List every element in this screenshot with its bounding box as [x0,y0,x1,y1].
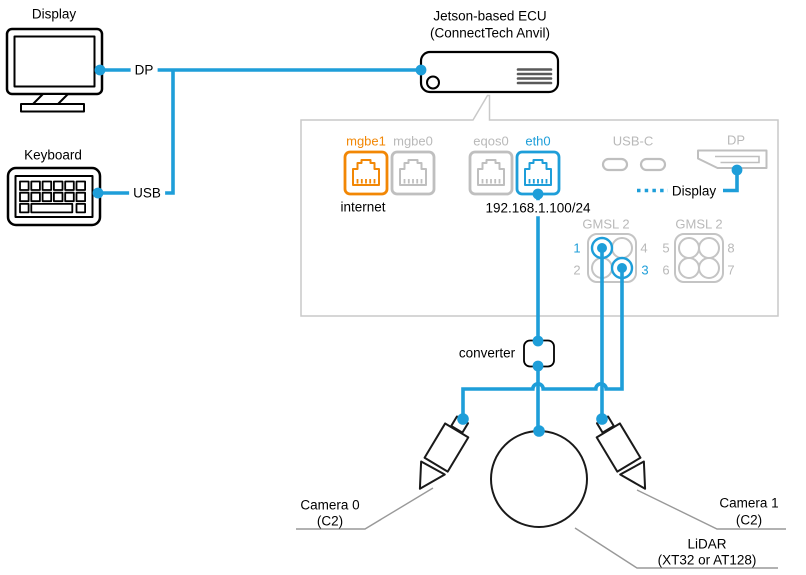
gmsl1-num-1: 1 [573,240,581,256]
gmsl-connector-block-1 [587,233,637,283]
gmsl1-num-4: 4 [640,240,648,256]
keyboard-keys [19,180,87,214]
camera1-icon [595,415,647,490]
port-label-mgbe1: mgbe1 [346,133,386,149]
power-led-icon [426,75,440,90]
gmsl2-num-8: 8 [727,240,735,256]
ecu-title-line1: Jetson-based ECU [433,8,547,24]
camera0-fov-icon [418,460,446,490]
usb-c-label: USB-C [612,133,654,149]
gmsl-connector-block-2 [674,233,724,283]
camera1-fov-icon [619,460,647,490]
keyboard-label: Keyboard [24,147,82,163]
port-label-eqos0: eqos0 [473,133,509,149]
gmsl2-port7-icon [698,257,720,279]
keyboard-icon [6,166,102,227]
eth0-ip-caption: 192.168.1.100/24 [481,200,595,216]
usb-cable-label: USB [129,185,165,201]
port-label-mgbe0: mgbe0 [393,133,433,149]
usb-c-ports-icon [601,157,667,172]
gmsl2-num-6: 6 [662,262,670,278]
dp-output-label: Display [667,183,721,199]
camera1-leader-line [636,489,786,530]
gmsl2-port5-icon [678,237,700,259]
ethernet-port-eqos0 [468,150,514,196]
gmsl3-to-camera0-line [461,268,624,416]
camera0-body-icon [423,422,470,473]
ethernet-port-mgbe0 [390,150,436,196]
ecu-chassis-icon [419,50,560,94]
gmsl1-num-2: 2 [573,262,581,278]
camera0-icon [418,415,470,490]
dp-out-line [723,170,739,193]
port-label-eth0: eth0 [525,133,551,149]
dp-port-label: DP [726,132,746,148]
camera1-body-icon [595,422,642,473]
usb-cable-line [98,70,175,195]
lidar-label: LiDAR [687,536,727,552]
ethernet-port-mgbe1 [343,150,389,196]
camera1-label: Camera 1 [719,495,779,511]
gmsl1-port4-icon [611,237,633,259]
lidar-leader-line [574,527,778,569]
gmsl1-num-3: 3 [641,262,649,278]
gmsl-block1-label: GMSL 2 [582,216,630,232]
gmsl-block2-label: GMSL 2 [675,216,723,232]
ecu-title-line2: (ConnectTech Anvil) [429,25,551,41]
camera0-variant: (C2) [316,513,344,529]
dp-cable-label: DP [130,62,158,78]
lidar-icon [490,430,588,528]
display-label: Display [31,6,77,22]
gmsl2-port8-icon [698,237,720,259]
internet-caption: internet [340,199,386,215]
camera1-variant: (C2) [735,512,763,528]
camera0-leader-line [296,487,434,530]
label-leader-lines [296,487,786,569]
connection-dots [92,64,743,437]
gmsl2-num-5: 5 [662,240,670,256]
display-monitor-icon [5,27,104,113]
converter-label: converter [458,345,516,361]
gmsl2-num-7: 7 [727,262,735,278]
vent-grille-icon [516,68,553,85]
lidar-variant: (XT32 or AT128) [657,552,757,568]
gmsl2-port6-icon [678,257,700,279]
camera0-label: Camera 0 [300,497,360,513]
ethernet-port-eth0 [515,150,561,196]
